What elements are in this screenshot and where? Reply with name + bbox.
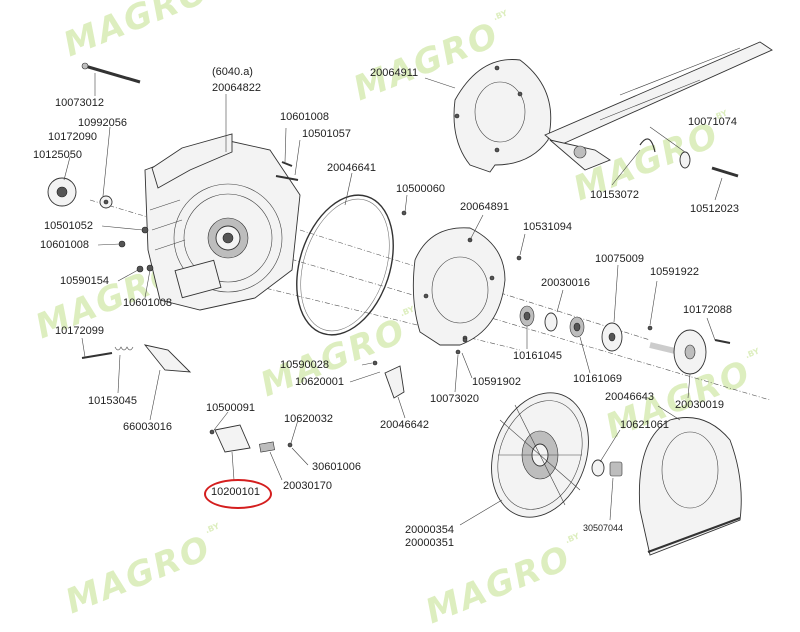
callout-label: 10531094 (523, 221, 572, 233)
sprocket-10125050 (47, 177, 113, 209)
clamp-ring-20046641 (296, 194, 394, 336)
bearing-10161045 (519, 305, 623, 352)
fan-wheel-20000354 (491, 392, 589, 518)
diagram-drawing (47, 41, 773, 556)
exploded-parts-diagram: MAGRO.BY MAGRO.BY MAGRO.BY MAGRO.BY MAGR… (30, 0, 773, 632)
callout-label: 20000354 (405, 524, 454, 536)
plate-10200101 (209, 424, 293, 453)
callout-label: 10621061 (620, 419, 669, 431)
callout-label: 20030019 (675, 399, 724, 411)
pin-10073012 (81, 62, 141, 84)
callout-label: 10992056 (78, 117, 127, 129)
callout-label: 10501052 (44, 220, 93, 232)
callout-label: 10500091 (206, 402, 255, 414)
callout-label: 10601008 (280, 111, 329, 123)
highlight-ellipse (204, 479, 272, 509)
callout-label: 10161069 (573, 373, 622, 385)
callout-label: 10601008 (40, 239, 89, 251)
callout-label: 10590154 (60, 275, 109, 287)
callout-label: 10172088 (683, 304, 732, 316)
callout-label: 10512023 (690, 203, 739, 215)
callout-label: 20000351 (405, 537, 454, 549)
callout-label: (6040.a) (212, 66, 253, 78)
callout-label: 10172090 (48, 131, 97, 143)
callout-label: 10620032 (284, 413, 333, 425)
callout-label: 10125050 (33, 149, 82, 161)
housing-20064822 (144, 133, 301, 311)
callout-label: 10601008 (123, 297, 172, 309)
callout-label: 10172099 (55, 325, 104, 337)
callout-label: 66003016 (123, 421, 172, 433)
callout-label-highlighted: 10200101 (211, 486, 260, 498)
callout-label: 20046642 (380, 419, 429, 431)
latch-66003016 (81, 344, 192, 373)
shield-20046643 (638, 417, 742, 556)
callout-label: 20064822 (212, 82, 261, 94)
callout-label: 20046641 (327, 162, 376, 174)
callout-label: 10500060 (396, 183, 445, 195)
callout-label: 30507044 (583, 523, 624, 533)
cover-plate-20064911 (453, 59, 552, 173)
callout-label: 10591922 (650, 266, 699, 278)
callout-label: 10153072 (590, 189, 639, 201)
callout-label: 10153045 (88, 395, 137, 407)
shaft-20030019 (649, 329, 731, 375)
callout-label: 10071074 (688, 116, 737, 128)
clip-20046642 (372, 360, 405, 399)
callout-label: 10590028 (280, 359, 329, 371)
callout-label: 10501057 (302, 128, 351, 140)
callout-label: 20030170 (283, 480, 332, 492)
callout-label: 30601006 (312, 461, 361, 473)
callout-label: 10073020 (430, 393, 479, 405)
back-plate-20064891 (412, 227, 506, 346)
callout-label: 20046643 (605, 391, 654, 403)
callout-label: 20064891 (460, 201, 509, 213)
frame-bracket (544, 41, 773, 178)
callout-label: 20064911 (370, 67, 419, 79)
callout-label: 10620001 (295, 376, 344, 388)
callout-label: 10161045 (513, 350, 562, 362)
callout-label: 10075009 (595, 253, 644, 265)
callout-label: 10073012 (55, 97, 104, 109)
callout-label: 10591902 (472, 376, 521, 388)
callout-label: 20030016 (541, 277, 590, 289)
